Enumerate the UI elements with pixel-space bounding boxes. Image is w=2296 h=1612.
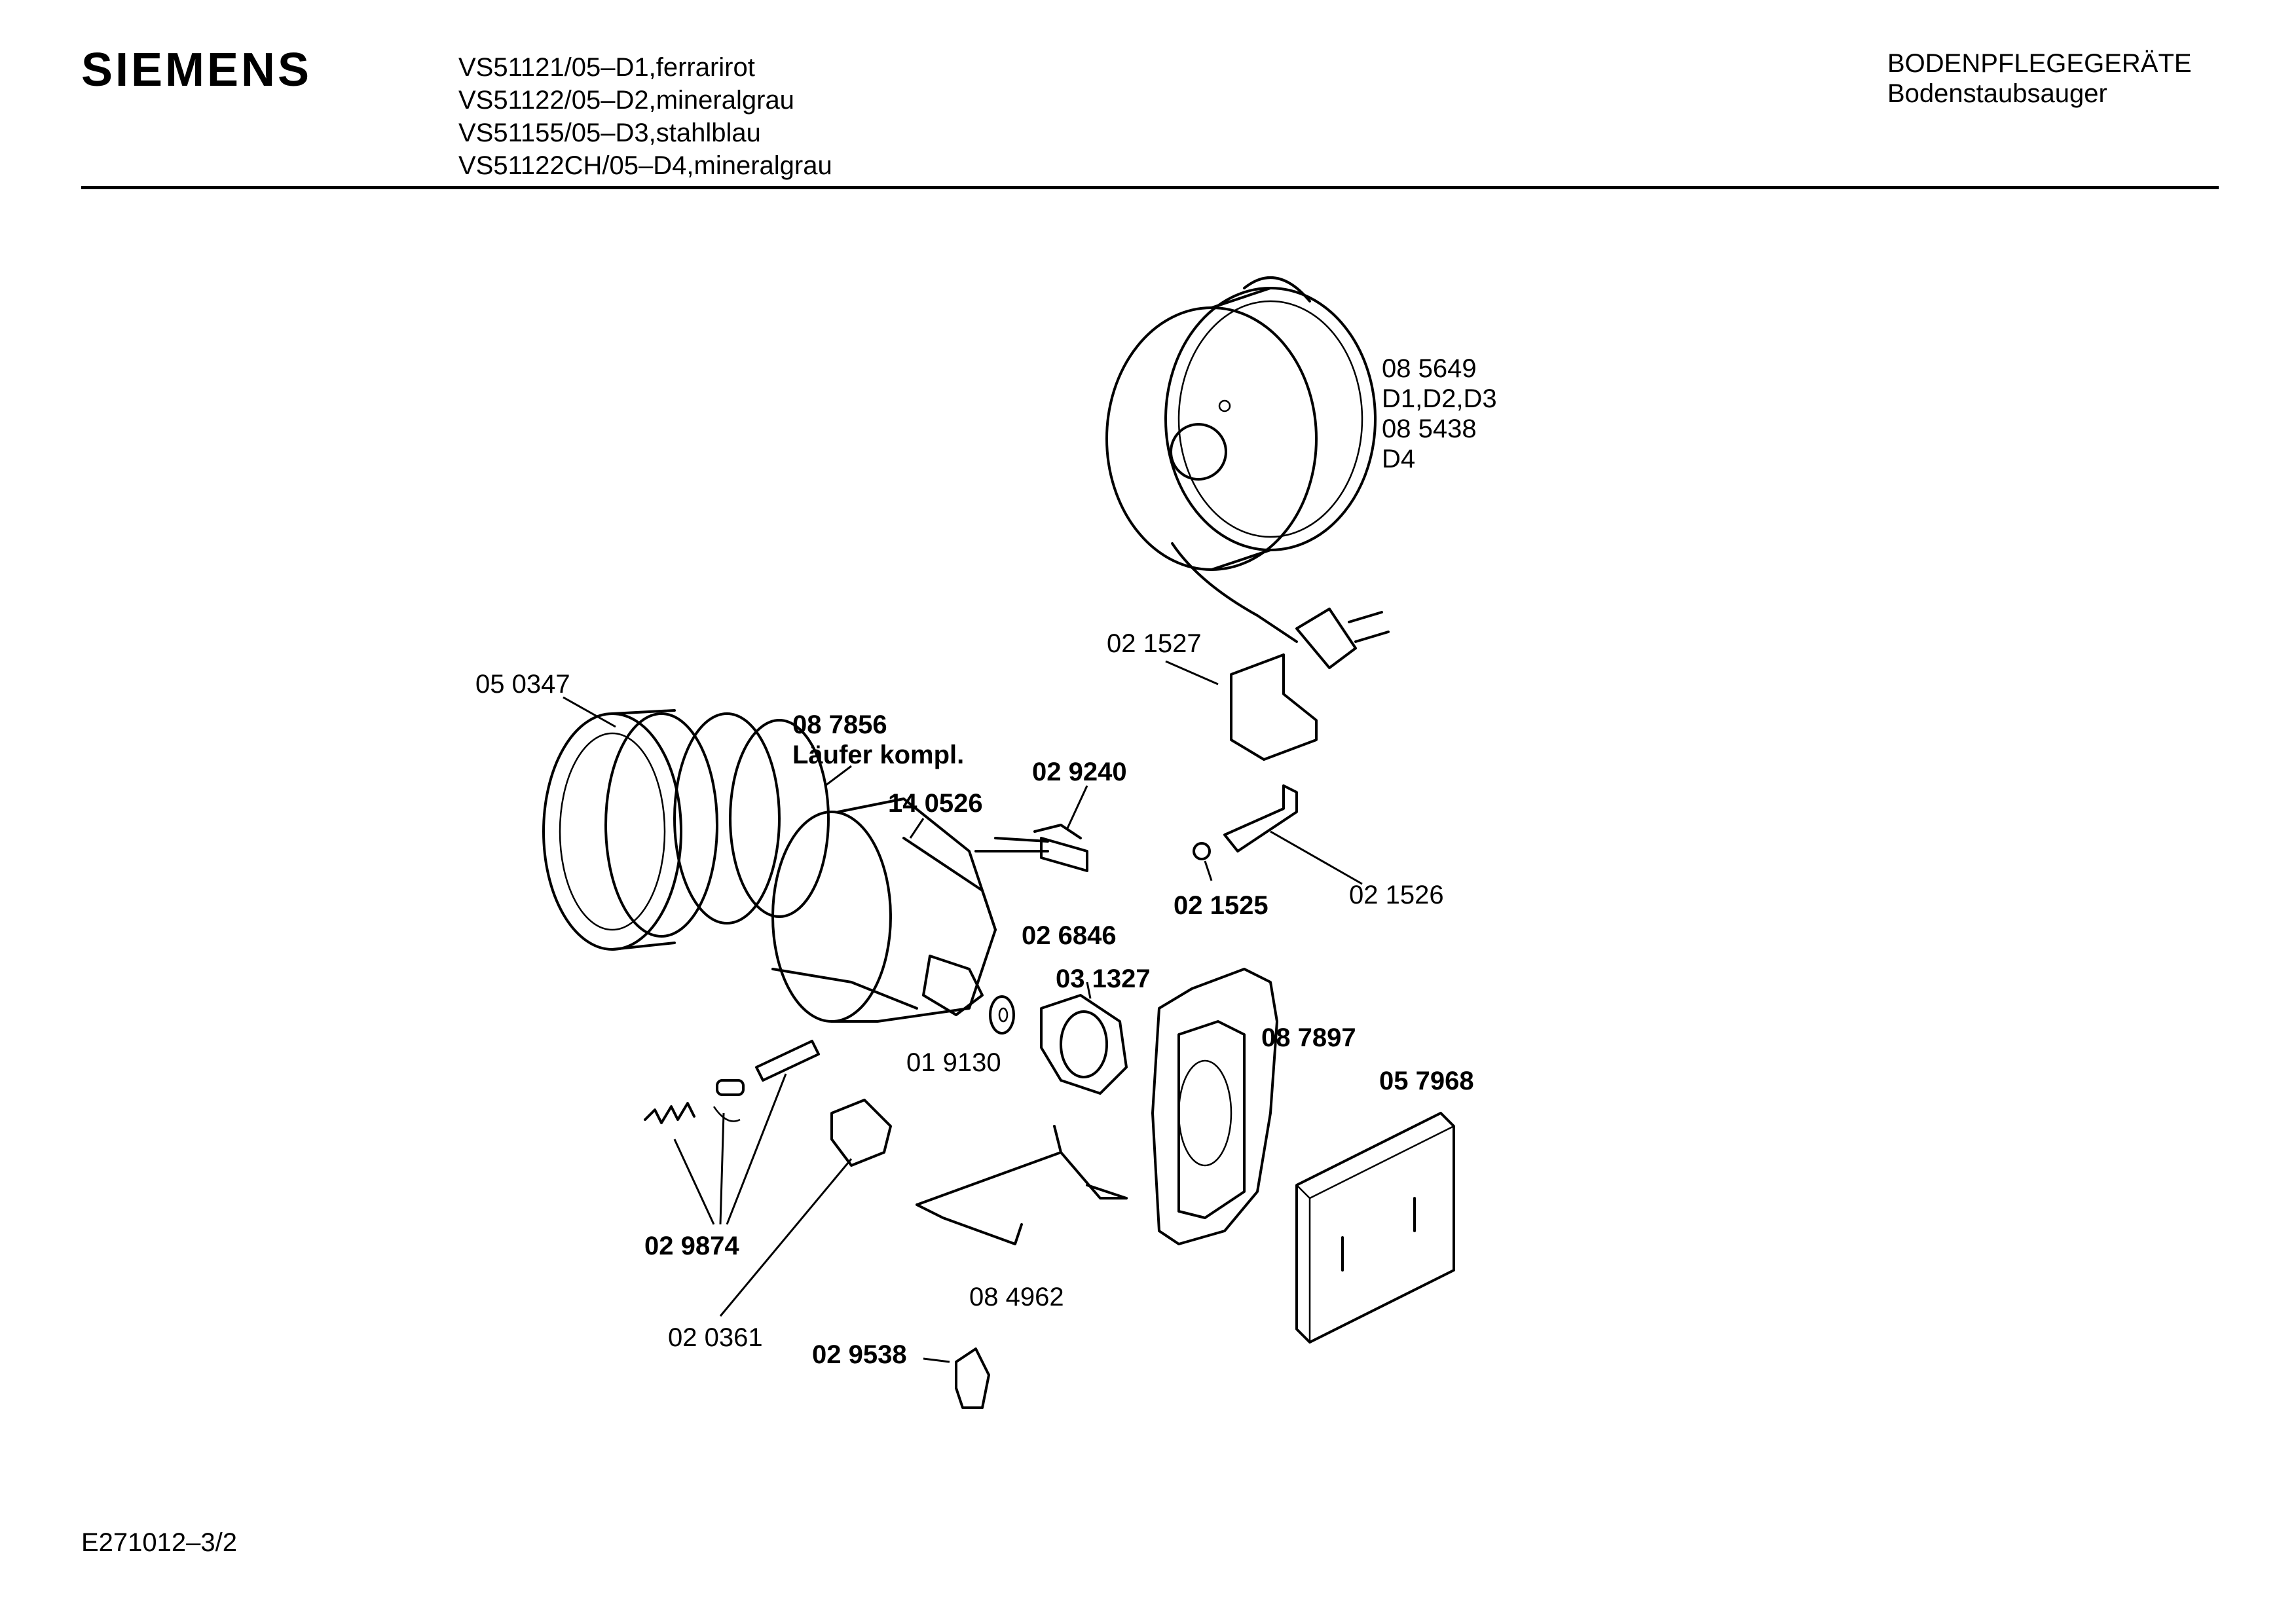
label-029874: 02 9874 [644,1232,739,1260]
label-140526: 14 0526 [888,789,983,818]
motor-housing-drawing [542,696,830,951]
clip-021527-drawing [1165,653,1318,761]
model-line: VS51122/05–D2,mineralgrau [458,86,794,115]
label-029538: 02 9538 [812,1340,907,1369]
label-087856: 08 7856 [792,710,887,739]
label-087897: 08 7897 [1261,1023,1356,1052]
label-085649-variants: D1,D2,D3 [1382,384,1497,413]
brushes-drawing [974,785,1088,872]
switch-020361-drawing [719,1099,892,1317]
label-021525: 02 1525 [1174,891,1268,920]
label-021526: 02 1526 [1349,881,1444,909]
wire-bracket-084962-drawing [916,1125,1128,1245]
clip-029538-drawing [923,1347,990,1409]
category-block: BODENPFLEGEGERÄTE Bodenstaubsauger [1887,48,2192,109]
model-list: VS51121/05–D1,ferrarirot VS51122/05–D2,m… [458,51,832,182]
label-050347: 05 0347 [475,670,570,699]
fan-cover-087897-drawing [1151,968,1278,1245]
cable-reel-drawing [1105,276,1390,669]
document-id: E271012–3/2 [81,1528,238,1557]
filter-057968-drawing [1295,1112,1455,1344]
label-087856-description: Läufer kompl. [792,741,964,769]
label-029240: 02 9240 [1032,758,1127,786]
label-019130: 01 9130 [906,1048,1001,1077]
spring-set-029874-drawing [644,1040,820,1225]
motor-rotor-drawing [771,765,997,1023]
model-line: VS51122CH/05–D4,mineralgrau [458,151,832,180]
label-031327: 03 1327 [1056,964,1151,993]
label-021527: 02 1527 [1107,629,1202,658]
bracket-021526-drawing [1193,784,1363,885]
model-line: VS51155/05–D3,stahlblau [458,119,761,147]
bearing-holder-031327-drawing [1040,981,1128,1095]
label-057968: 05 7968 [1379,1067,1474,1095]
category-subtitle: Bodenstaubsauger [1887,79,2107,108]
label-085438: 08 5438 [1382,414,1477,443]
header-divider [81,186,2219,189]
label-085649: 08 5649 [1382,354,1477,383]
label-026846: 02 6846 [1022,921,1117,950]
label-085438-variants: D4 [1382,445,1415,473]
label-020361: 02 0361 [668,1323,763,1352]
category-title: BODENPFLEGEGERÄTE [1887,49,2192,78]
label-084962: 08 4962 [969,1283,1064,1311]
washer-019130-drawing [989,995,1015,1035]
brand-logo: SIEMENS [81,44,312,96]
model-line: VS51121/05–D1,ferrarirot [458,53,755,82]
